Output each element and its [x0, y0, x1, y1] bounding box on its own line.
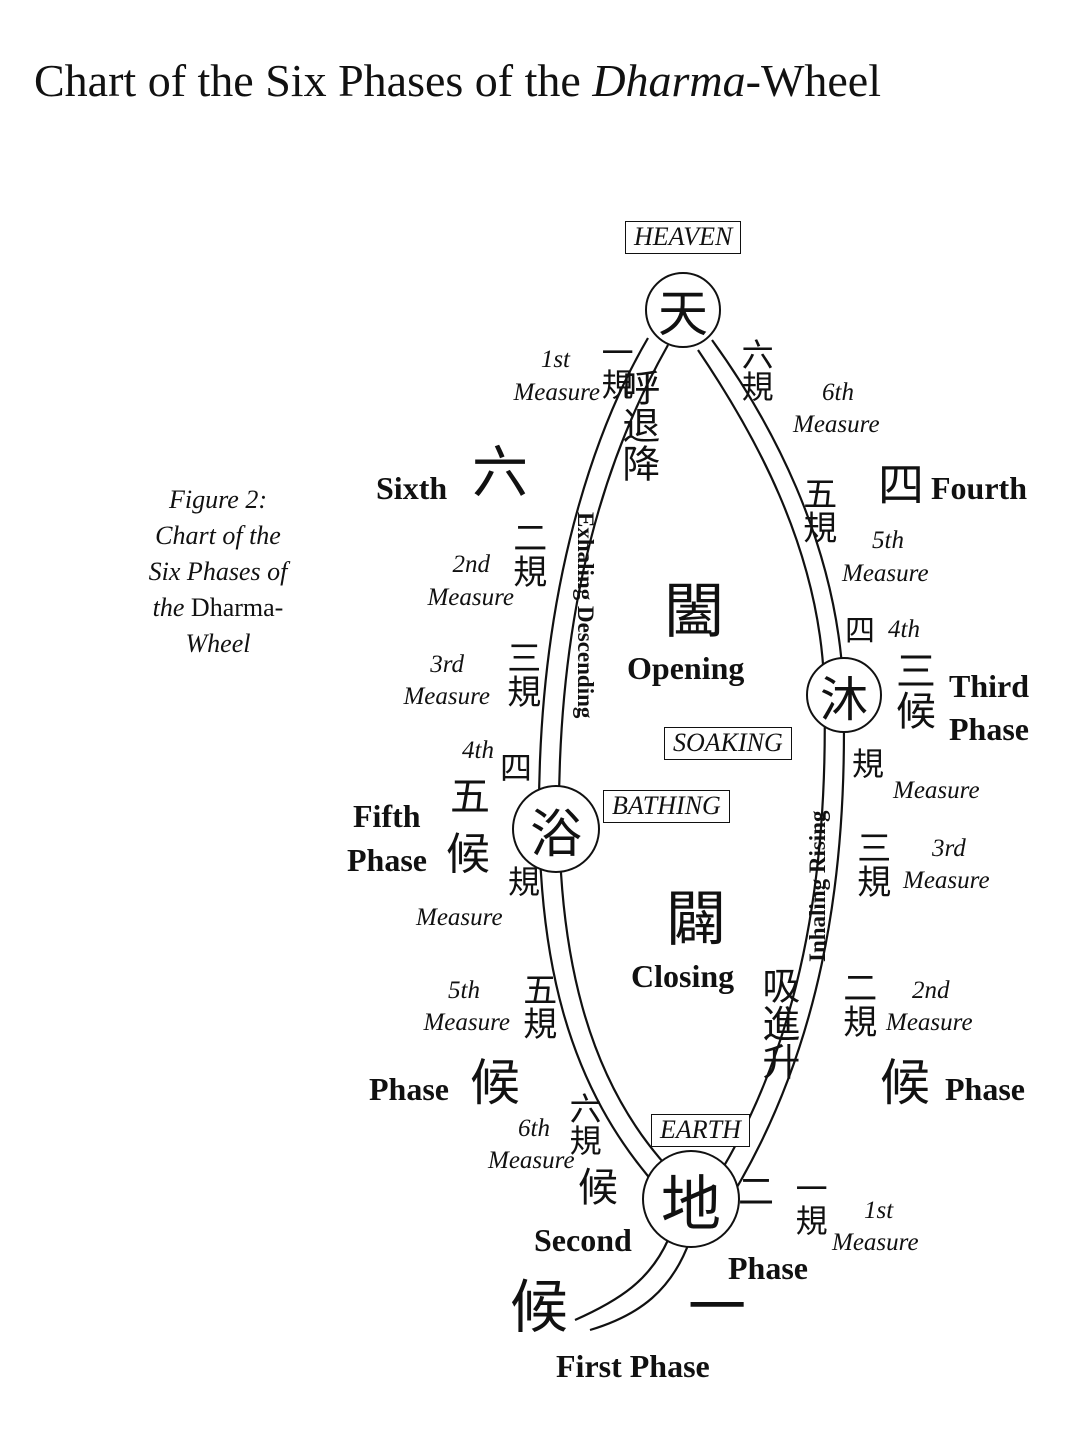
measure-3-right-chars: 三規	[850, 830, 891, 898]
phase-left-label: Phase	[369, 1071, 449, 1107]
measure-5-right-label: Measure	[842, 560, 929, 587]
measure-2-left-ordinal: 2nd	[452, 551, 491, 578]
measure-2-right-chars: 二規	[836, 970, 877, 1038]
tail-outer-line	[574, 1239, 670, 1322]
measure-1-right-label: Measure	[832, 1229, 919, 1256]
closing-char: 闢	[666, 885, 726, 955]
bathing-circle: 浴	[512, 785, 600, 873]
measure-4-right-char: 四	[845, 614, 875, 649]
measure-3-left-label: Measure	[403, 683, 490, 710]
soaking-char: 沐	[819, 672, 868, 728]
measure-3-right-ordinal: 3rd	[932, 835, 966, 862]
measure-6-right-ordinal: 6th	[822, 379, 854, 406]
soaking-label: SOAKING	[673, 728, 783, 757]
second-phase-char: 候	[578, 1165, 618, 1211]
measure-5-right-chars: 五規	[796, 476, 837, 544]
measure-6-left-label: Measure	[488, 1147, 575, 1174]
heaven-box: HEAVEN	[625, 221, 742, 254]
sixth-phase-char: 六	[472, 441, 528, 506]
fourth-phase-label: Fourth	[931, 470, 1027, 506]
measure-5-right-ordinal: 5th	[872, 527, 904, 554]
measure-4-right-gui: 規	[852, 745, 885, 783]
tail-inner-line	[589, 1239, 692, 1332]
fourth-phase-char: 四	[878, 458, 924, 512]
measure-1-left-label: Measure	[513, 379, 600, 406]
phase-right-label: Phase	[945, 1071, 1025, 1107]
inhaling-chars: 吸進升	[755, 966, 800, 1080]
figure-caption: Figure 2: Chart of the Six Phases of the…	[118, 482, 318, 662]
measure-5-left-label: Measure	[423, 1009, 510, 1036]
measure-6-right-chars: 六規	[736, 338, 775, 402]
fifth-phase-num: 五	[450, 774, 490, 820]
measure-1-left-chars: 一規	[596, 336, 635, 400]
caption-line-4a: the	[152, 593, 191, 622]
left-outer-line	[537, 337, 661, 1191]
bathing-label: BATHING	[612, 791, 721, 820]
heaven-label: HEAVEN	[634, 222, 733, 251]
third-phase-label-b: Phase	[949, 711, 1029, 747]
measure-2-left-label: Measure	[427, 584, 514, 611]
title-text: Chart of the Six Phases of the	[34, 55, 593, 106]
phase-left-char: 候	[470, 1054, 520, 1112]
fifth-phase-char: 候	[446, 829, 490, 880]
measure-1-left-ordinal: 1st	[540, 346, 570, 373]
sixth-phase-label: Sixth	[376, 470, 448, 506]
left-inner-line	[557, 344, 673, 1173]
phase-right-char: 候	[880, 1054, 930, 1112]
caption-line-5: Wheel	[185, 629, 251, 658]
second-phase-num: 二	[738, 1172, 775, 1213]
measure-5-left-ordinal: 5th	[448, 977, 480, 1004]
measure-6-right-label: Measure	[793, 411, 880, 438]
title-emphasis: Dharma	[592, 55, 746, 106]
caption-line-2: Chart of the	[155, 521, 281, 550]
heaven-char: 天	[658, 285, 708, 343]
measure-4-left-char: 四	[500, 749, 533, 787]
first-phase-chars: 候一	[510, 1273, 867, 1341]
soaking-circle: 沐	[806, 657, 882, 733]
measure-2-left-chars: 二規	[506, 520, 547, 588]
caption-line-4b: Dharma-	[190, 593, 284, 622]
caption-line-1: Figure 2:	[169, 485, 267, 514]
earth-char: 地	[661, 1169, 721, 1240]
caption-line-3: Six Phases of	[148, 557, 288, 586]
measure-5-left-chars: 五規	[516, 972, 557, 1040]
measure-2-right-ordinal: 2nd	[912, 977, 950, 1004]
heaven-circle: 天	[645, 272, 721, 348]
title-suffix: -Wheel	[745, 55, 882, 106]
exhaling-chars: 呼退降	[615, 368, 660, 482]
measure-1-right-chars: 一規	[790, 1172, 829, 1236]
measure-2-right-label: Measure	[886, 1009, 973, 1036]
inhaling-rising-label: Inhaling Rising	[805, 810, 830, 963]
earth-label: EARTH	[660, 1115, 741, 1144]
measure-3-right-label: Measure	[903, 867, 990, 894]
measure-3-left-ordinal: 3rd	[430, 651, 464, 678]
fifth-phase-label-a: Fifth	[353, 798, 421, 834]
exhaling-descending-label: Exhaling Descending	[573, 512, 598, 719]
second-phase-label-a: Second	[534, 1222, 632, 1258]
fifth-phase-label-b: Phase	[347, 842, 427, 878]
measure-6-left-ordinal: 6th	[518, 1115, 550, 1142]
measure-1-right-ordinal: 1st	[864, 1197, 894, 1224]
bathing-char: 浴	[529, 804, 582, 865]
measure-4-left-ordinal: 4th	[462, 737, 494, 764]
earth-circle: 地	[642, 1150, 740, 1248]
third-phase-chars: 三候	[889, 650, 935, 730]
opening-char: 闔	[664, 577, 724, 647]
closing-label: Closing	[631, 958, 735, 994]
measure-6-left-chars: 六規	[564, 1092, 603, 1156]
measure-4-left-label: Measure	[416, 904, 503, 931]
second-phase-label-b: Phase	[728, 1250, 808, 1286]
measure-4-left-gui: 規	[508, 863, 541, 901]
bathing-box: BATHING	[603, 790, 730, 823]
measure-4-right-ordinal: 4th	[888, 616, 920, 643]
soaking-box: SOAKING	[664, 727, 792, 760]
third-phase-label-a: Third	[949, 668, 1030, 704]
measure-4-right-label: Measure	[893, 777, 980, 804]
opening-label: Opening	[627, 650, 745, 686]
earth-box: EARTH	[651, 1114, 750, 1147]
page-title: Chart of the Six Phases of the Dharma-Wh…	[34, 55, 882, 107]
measure-3-left-chars: 三規	[500, 640, 541, 708]
first-phase-label: First Phase	[556, 1348, 710, 1384]
